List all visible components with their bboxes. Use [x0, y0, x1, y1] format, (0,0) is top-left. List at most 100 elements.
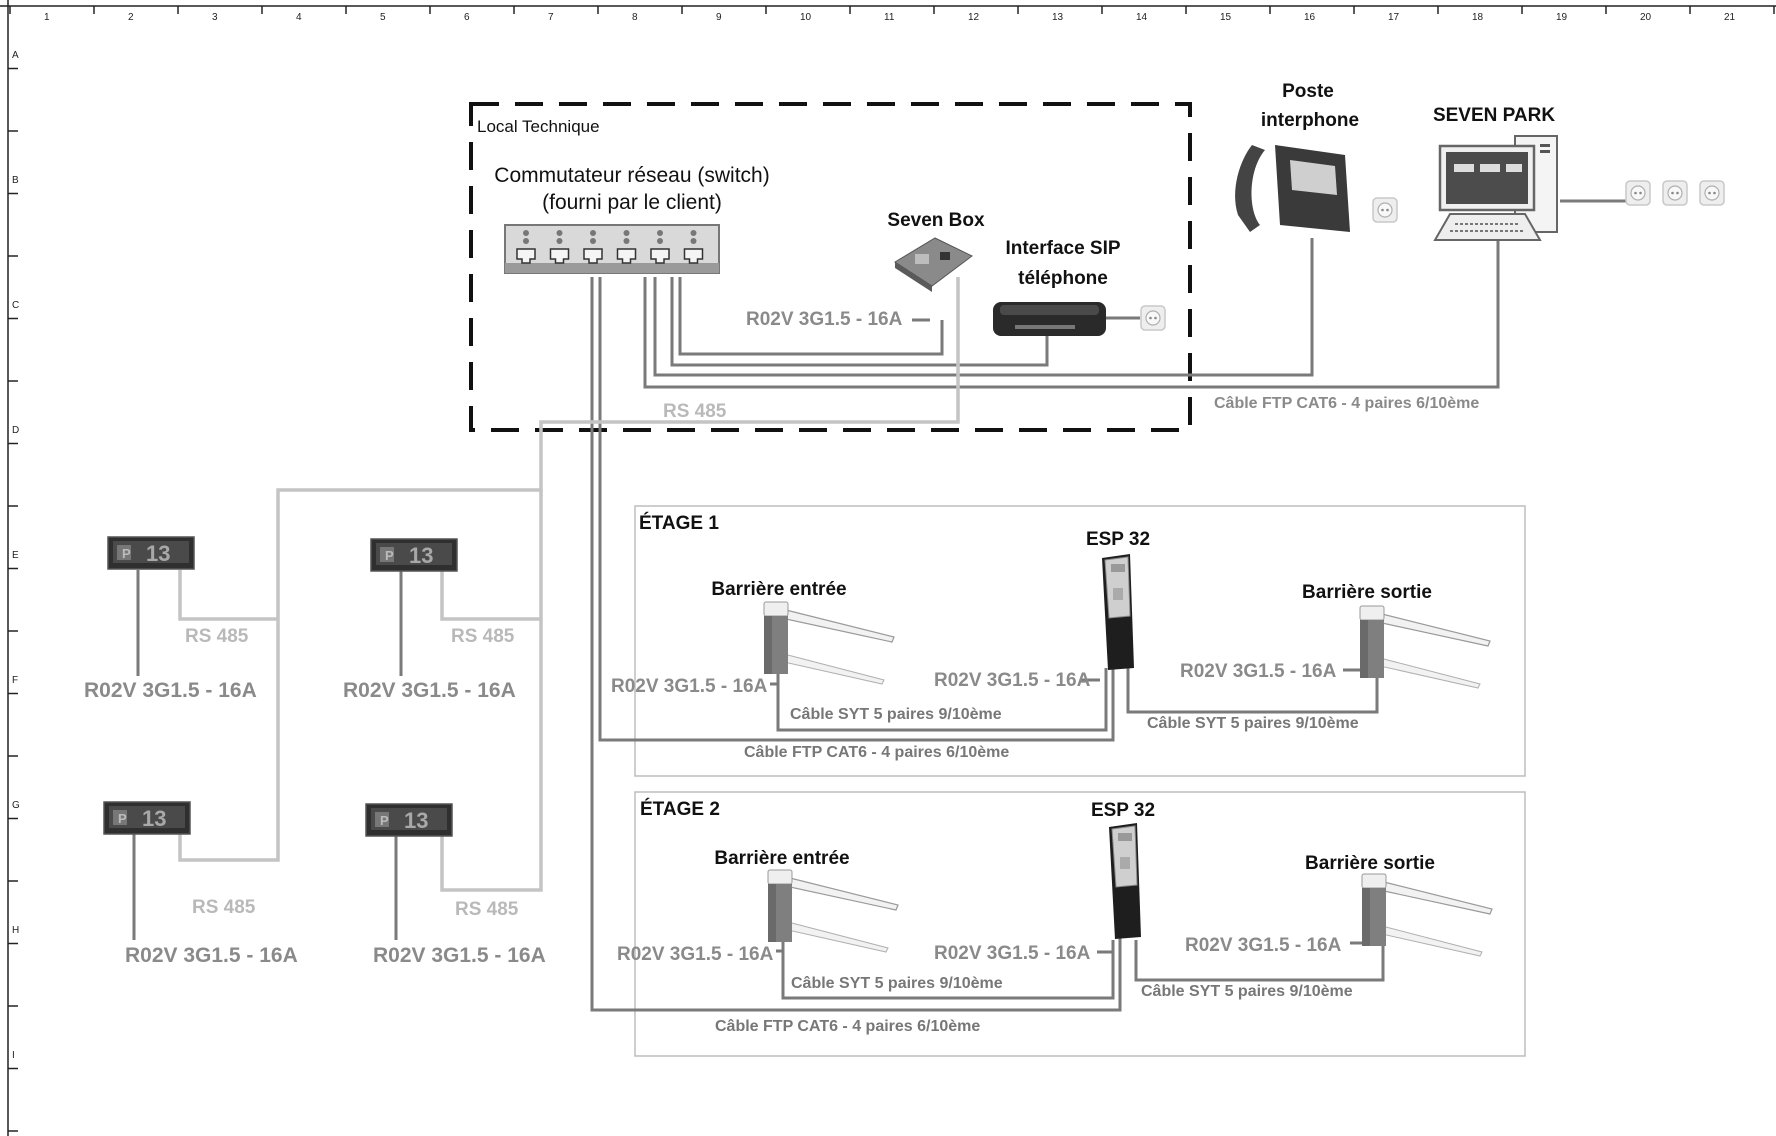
etage-2-exit-label: Barrière sortie — [1305, 853, 1435, 874]
etage-2-exit-power: R02V 3G1.5 - 16A — [1185, 935, 1342, 956]
etage-1-title: ÉTAGE 1 — [639, 512, 719, 534]
ruler-column-label: 19 — [1556, 12, 1568, 23]
switch-port — [583, 230, 603, 264]
ruler-column-label: 18 — [1472, 12, 1484, 23]
ruler-row-label: C — [12, 300, 19, 311]
switch-label-line2: (fourni par le client) — [542, 191, 722, 214]
local-technique-box — [469, 102, 1192, 432]
etage-1-box — [634, 505, 1526, 777]
etage-2-title: ÉTAGE 2 — [640, 798, 720, 820]
display-1-rs485: RS 485 — [185, 626, 249, 647]
etage-2-syt-left: Câble SYT 5 paires 9/10ème — [791, 975, 1003, 992]
display-3-count: 13 — [142, 806, 166, 831]
seven-box-power-label: R02V 3G1.5 - 16A — [746, 309, 903, 330]
etage-2-esp-power: R02V 3G1.5 - 16A — [934, 943, 1091, 964]
etage-1-syt-left: Câble SYT 5 paires 9/10ème — [790, 706, 1002, 723]
intercom-label-line1: Poste — [1282, 81, 1334, 102]
switch-ports — [516, 230, 704, 264]
pc-power-socket-1 — [1625, 180, 1651, 206]
etage-1-esp-power: R02V 3G1.5 - 16A — [934, 670, 1091, 691]
etage-1-entry-label: Barrière entrée — [711, 579, 846, 600]
switch-port — [650, 230, 670, 264]
etage-1-barrier-entry — [763, 601, 895, 685]
etage-2-esp32 — [1108, 822, 1142, 940]
ruler-column-label: 3 — [212, 12, 218, 23]
display-2-count: 13 — [409, 543, 433, 568]
etage-2-barrier-entry — [767, 869, 899, 953]
sip-power-socket — [1140, 305, 1166, 331]
ruler-column-label: 6 — [464, 12, 470, 23]
ruler-column-label: 8 — [632, 12, 638, 23]
etage-1-entry-power: R02V 3G1.5 - 16A — [611, 676, 768, 697]
ruler-row-label: A — [12, 50, 19, 61]
display-3-power: R02V 3G1.5 - 16A — [125, 944, 298, 967]
etage-2-esp-label: ESP 32 — [1091, 800, 1155, 821]
display-4-count: 13 — [404, 808, 428, 833]
ruler-column-label: 4 — [296, 12, 302, 23]
pc-power-socket-3 — [1699, 180, 1725, 206]
ruler-column-label: 17 — [1388, 12, 1400, 23]
seven-park-computer — [1433, 135, 1558, 241]
ruler-column-label: 7 — [548, 12, 554, 23]
ruler-column-label: 2 — [128, 12, 134, 23]
ruler-row-label: F — [12, 675, 18, 686]
sip-interface-device — [993, 302, 1106, 336]
ruler-column-label: 20 — [1640, 12, 1652, 23]
ruler-row-label: B — [12, 175, 19, 186]
etage-1-esp-label: ESP 32 — [1086, 529, 1150, 550]
switch-port — [616, 230, 637, 264]
etage-1-syt-right: Câble SYT 5 paires 9/10ème — [1147, 715, 1359, 732]
ruler-column-label: 13 — [1052, 12, 1064, 23]
ruler-column-label: 1 — [44, 12, 50, 23]
switch-label-line1: Commutateur réseau (switch) — [494, 164, 769, 187]
intercom-phone-device — [1235, 145, 1350, 232]
local-technique-title: Local Technique — [477, 117, 600, 136]
ruler-column-label: 12 — [968, 12, 980, 23]
network-switch — [504, 224, 720, 274]
ruler-column-label: 14 — [1136, 12, 1148, 23]
ruler-column-label: 10 — [800, 12, 812, 23]
pc-power-socket-2 — [1662, 180, 1688, 206]
display-1-power: R02V 3G1.5 - 16A — [84, 679, 257, 702]
switch-port — [683, 230, 704, 264]
ruler-column-label: 15 — [1220, 12, 1232, 23]
ruler-row-label: H — [12, 925, 19, 936]
seven-box-device — [894, 237, 973, 292]
ftp-cable-label-main: Câble FTP CAT6 - 4 paires 6/10ème — [1214, 395, 1479, 412]
display-4-rs485: RS 485 — [455, 899, 519, 920]
etage-1-esp32 — [1101, 553, 1135, 671]
etage-2-entry-power: R02V 3G1.5 - 16A — [617, 944, 774, 965]
display-3-rs485: RS 485 — [192, 897, 256, 918]
etage-1-barrier-exit — [1359, 605, 1491, 689]
sip-label-line2: téléphone — [1018, 268, 1108, 289]
etage-2-entry-label: Barrière entrée — [714, 848, 849, 869]
cables — [132, 199, 1630, 1012]
etage-2-box — [634, 791, 1526, 1057]
switch-port — [516, 230, 536, 264]
ruler-row-label: G — [12, 800, 20, 811]
seven-park-label: SEVEN PARK — [1433, 105, 1555, 126]
display-1-count: 13 — [146, 541, 170, 566]
ruler-column-label: 9 — [716, 12, 722, 23]
intercom-label-line2: interphone — [1261, 110, 1359, 131]
phone-power-socket — [1372, 197, 1398, 223]
ruler-column-label: 16 — [1304, 12, 1316, 23]
display-2-power: R02V 3G1.5 - 16A — [343, 679, 516, 702]
ruler-row-label: D — [12, 425, 19, 436]
rs485-bus — [178, 277, 960, 892]
etage-2-syt-right: Câble SYT 5 paires 9/10ème — [1141, 983, 1353, 1000]
switch-port — [549, 230, 570, 264]
ruler-row-label: I — [12, 1050, 15, 1061]
etage-1-exit-power: R02V 3G1.5 - 16A — [1180, 661, 1337, 682]
etage-2-barrier-exit — [1361, 873, 1493, 957]
display-2-rs485: RS 485 — [451, 626, 515, 647]
ruler-column-label: 11 — [884, 12, 895, 23]
sip-label-line1: Interface SIP — [1005, 238, 1120, 259]
ruler-row-label: E — [12, 550, 19, 561]
ruler-column-label: 21 — [1724, 12, 1736, 23]
etage-2-ftp: Câble FTP CAT6 - 4 paires 6/10ème — [715, 1018, 980, 1035]
seven-box-label: Seven Box — [887, 210, 985, 231]
display-4-power: R02V 3G1.5 - 16A — [373, 944, 546, 967]
